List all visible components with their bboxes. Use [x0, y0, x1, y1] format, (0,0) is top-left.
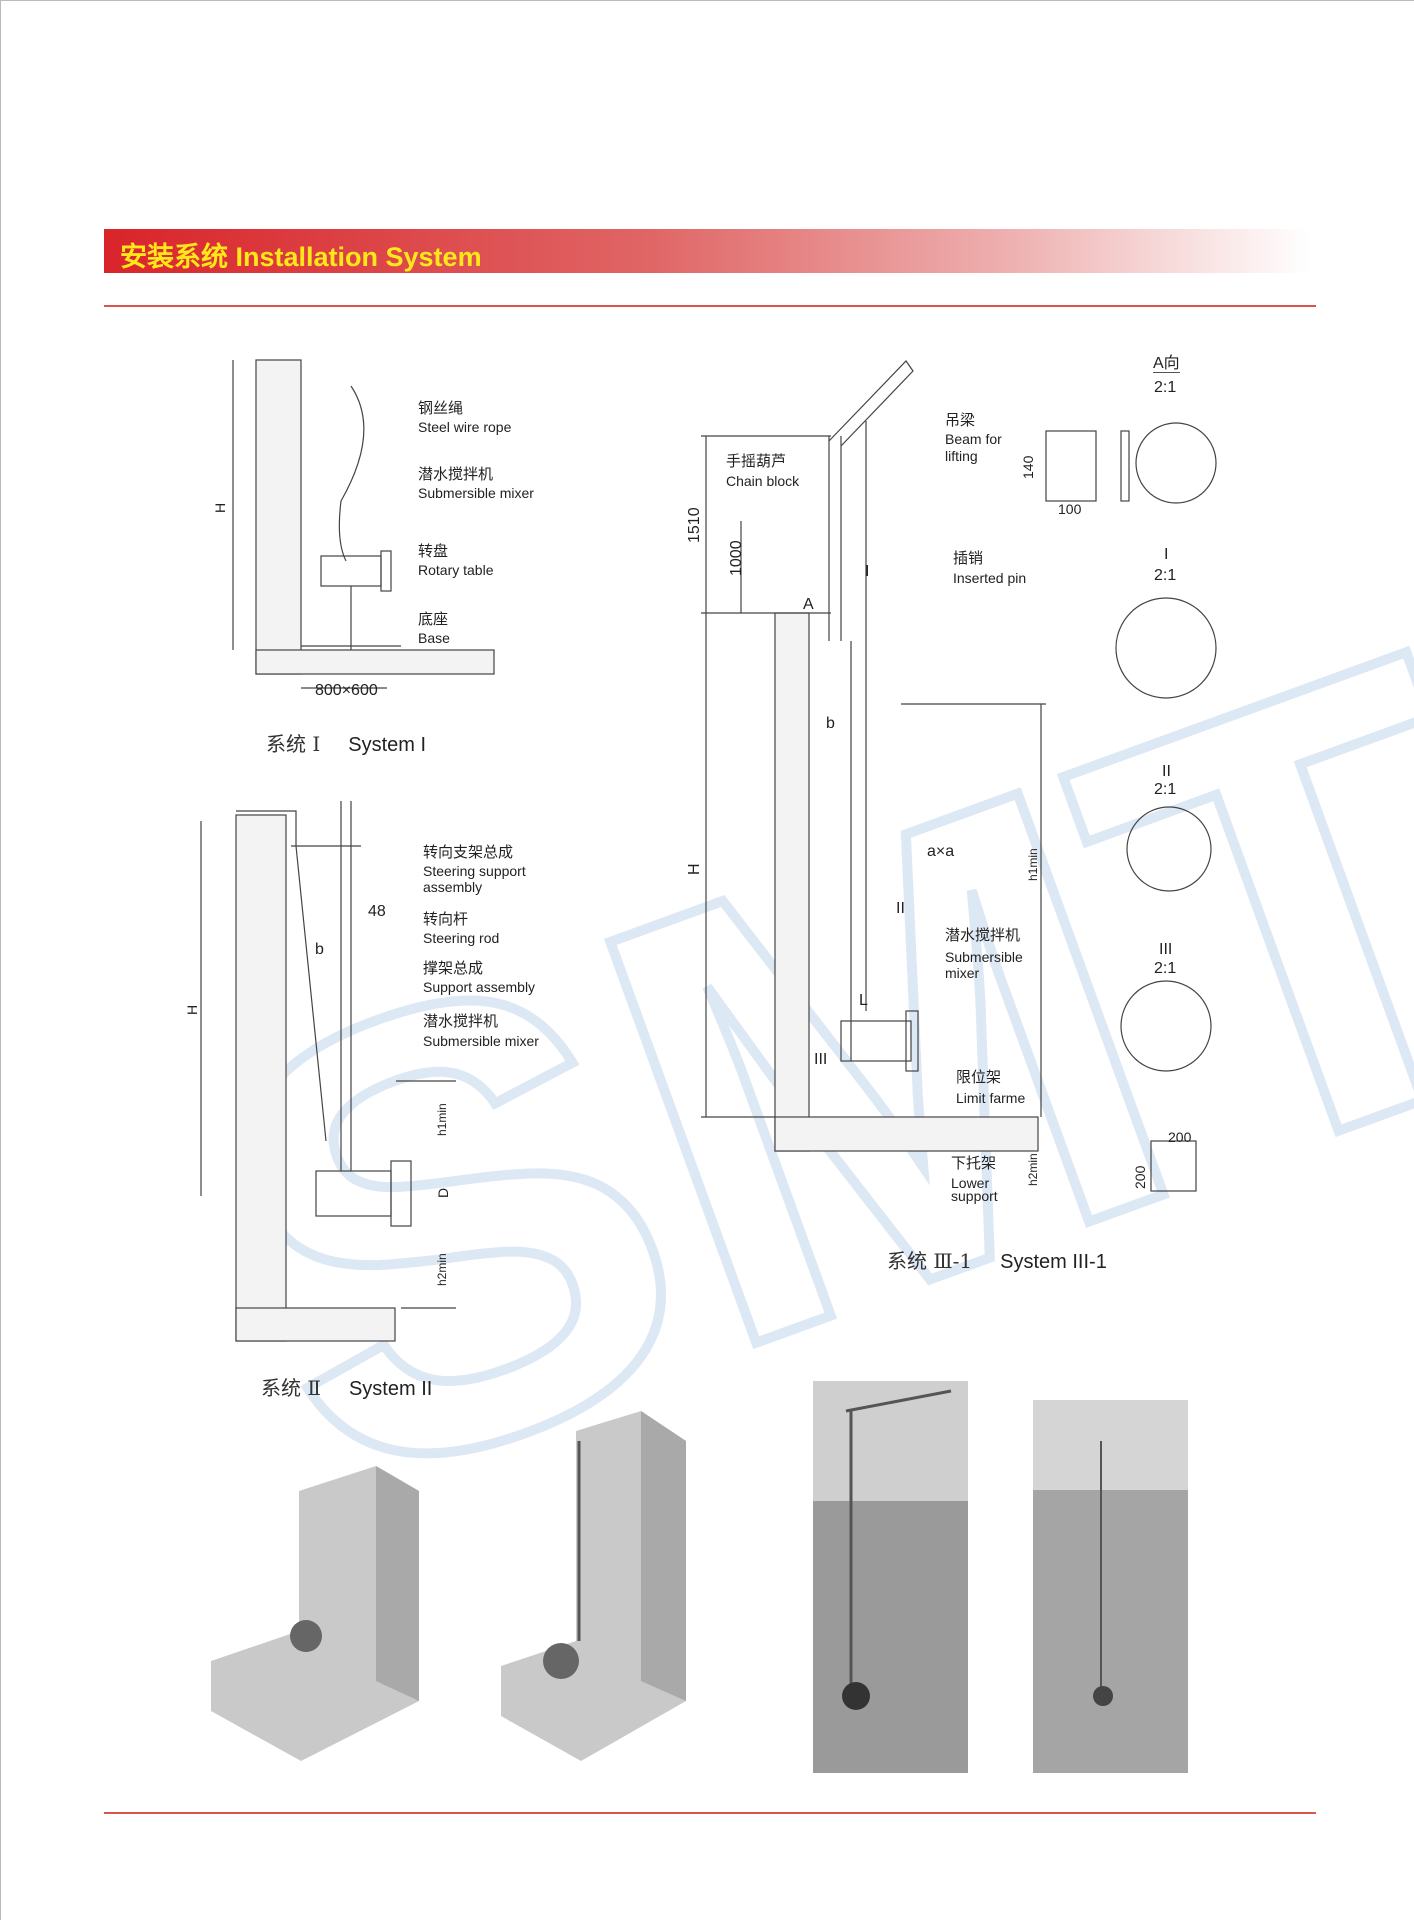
- system2-drawing: [200, 801, 456, 1342]
- label: Submersible: [945, 949, 1023, 965]
- label: 2:1: [1154, 379, 1177, 396]
- label: mixer: [945, 965, 980, 981]
- label: 吊梁: [945, 411, 976, 429]
- render-system1: [211, 1466, 419, 1761]
- label: 潜水搅拌机: [418, 465, 494, 483]
- label: 转盘: [418, 542, 449, 560]
- label: Support assembly: [423, 979, 536, 995]
- dimension: 48: [368, 903, 386, 920]
- label: Beam for: [945, 431, 1002, 447]
- label: Steering rod: [423, 930, 500, 946]
- render-system2: [501, 1411, 686, 1761]
- label: support: [951, 1188, 998, 1204]
- dimension: b: [826, 715, 835, 732]
- label: II: [1162, 763, 1171, 780]
- caption-system2: 系统 Ⅱ System II: [261, 1372, 432, 1401]
- caption-en: System I: [348, 734, 427, 756]
- label: A: [803, 596, 814, 613]
- label: 潜水搅拌机: [423, 1012, 499, 1030]
- label: Inserted pin: [953, 570, 1027, 586]
- system3-drawing: [701, 360, 1217, 1192]
- label: 2:1: [1154, 567, 1177, 584]
- label: 2:1: [1154, 781, 1177, 798]
- label: 撑架总成: [423, 959, 484, 977]
- dimension: b: [315, 941, 324, 958]
- label: assembly: [423, 879, 483, 895]
- dimension: L: [859, 992, 868, 1009]
- label: Steel wire rope: [418, 419, 512, 435]
- label: Base: [418, 630, 450, 646]
- label: 钢丝绳: [418, 399, 464, 417]
- label: Chain block: [726, 473, 800, 489]
- caption-cn: 系统 Ⅲ-1: [887, 1249, 973, 1273]
- label: Rotary table: [418, 562, 494, 578]
- label: 限位架: [956, 1068, 1002, 1086]
- caption-cn: 系统 Ⅰ: [266, 732, 321, 756]
- label: 潜水搅拌机: [945, 926, 1021, 944]
- label: 下托架: [951, 1154, 997, 1172]
- section-title: 安装系统 Installation System: [120, 242, 482, 272]
- dimension: 200: [1168, 1129, 1192, 1145]
- caption-cn: 系统 Ⅱ: [261, 1376, 321, 1400]
- label: II: [896, 900, 905, 917]
- label: 2:1: [1154, 960, 1177, 977]
- label: Limit farme: [956, 1090, 1026, 1106]
- label: III: [814, 1051, 828, 1068]
- label: 转向杆: [423, 910, 469, 928]
- label: 底座: [418, 610, 449, 628]
- caption-en: System II: [348, 1378, 433, 1400]
- top-divider: [104, 305, 1316, 307]
- caption-en: System III-1: [1000, 1251, 1107, 1273]
- caption-system1: 系统 Ⅰ System I: [266, 728, 426, 757]
- section-header: 安装系统 Installation System: [104, 229, 1311, 273]
- dimension: 800×600: [315, 682, 378, 699]
- system1-drawing: [232, 359, 495, 689]
- dimension: a×a: [927, 843, 955, 860]
- label: I: [865, 563, 870, 580]
- label: 转向支架总成: [423, 843, 514, 861]
- label: Lower: [951, 1175, 990, 1191]
- label: 插销: [953, 549, 984, 567]
- caption-system3: 系统 Ⅲ-1 System III-1: [887, 1245, 1107, 1274]
- label: Submersible mixer: [418, 485, 534, 501]
- label: Submersible mixer: [423, 1033, 539, 1049]
- label: I: [1164, 546, 1169, 563]
- label: lifting: [945, 448, 978, 464]
- bottom-divider: [104, 1812, 1316, 1814]
- label: 手摇葫芦: [726, 452, 787, 470]
- label: A向: [1153, 355, 1180, 373]
- label: III: [1159, 941, 1173, 958]
- label: Steering support: [423, 863, 526, 879]
- dimension: 100: [1058, 501, 1082, 517]
